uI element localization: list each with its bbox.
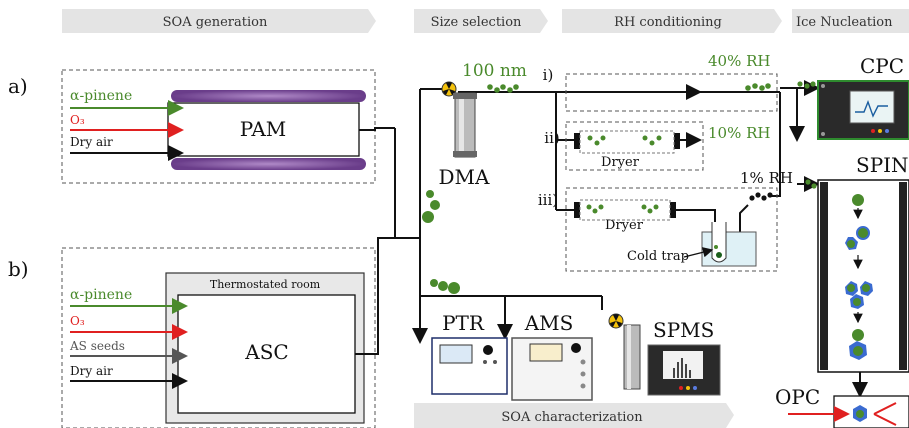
cold-trap-tube <box>711 222 727 263</box>
pam-dashed-frame <box>61 69 376 184</box>
asc-label: ASC <box>244 340 288 364</box>
cpc-instrument: CPC <box>797 54 909 140</box>
ams-instrument: AMS <box>511 311 593 401</box>
asc-input-as-seeds: AS seeds <box>69 339 125 353</box>
header-soa-generation: SOA generation <box>62 9 376 33</box>
rh-10-label: 10% RH <box>708 124 770 142</box>
dma-label: DMA <box>439 165 491 189</box>
spms-instrument: SPMS <box>608 313 721 396</box>
rh-path-i: i) 40% RH <box>543 52 778 112</box>
opc-instrument: OPC <box>775 385 909 428</box>
svg-text:Ice Nucleation: Ice Nucleation <box>796 15 893 30</box>
cpc-label: CPC <box>860 54 904 78</box>
pam-uv-lamp-top <box>171 90 366 102</box>
asc-input-dry-air: Dry air <box>70 364 113 378</box>
svg-text:RH conditioning: RH conditioning <box>614 15 722 30</box>
cold-trap-label: Cold trap <box>627 249 689 264</box>
thermostated-room-label: Thermostated room <box>210 278 321 291</box>
svg-text:iii): iii) <box>538 191 558 209</box>
size-100nm-label: 100 nm <box>462 61 527 81</box>
dma-column <box>454 92 476 158</box>
cold-trap-bath <box>701 231 757 267</box>
polydisperse-particles <box>422 190 460 294</box>
dryer-iii <box>579 199 671 221</box>
asc-input-alpha-pinene: α-pinene <box>70 287 132 303</box>
svg-text:ii): ii) <box>544 129 559 147</box>
dryer-ii <box>579 130 675 154</box>
asc-section: Thermostated room ASC α-pinene O₃ AS see… <box>61 247 376 428</box>
header-rh-conditioning: RH conditioning <box>562 9 782 33</box>
svg-text:i): i) <box>543 66 554 84</box>
svg-text:Dryer: Dryer <box>605 218 644 233</box>
pam-uv-lamp-bottom <box>171 158 366 170</box>
rh-1-label: 1% RH <box>740 169 793 187</box>
monodisperse-particles-dma <box>487 84 519 93</box>
spin-chamber: SPIN <box>805 153 909 373</box>
spms-label: SPMS <box>653 318 714 342</box>
ams-label: AMS <box>524 311 574 335</box>
rh-path-iii: iii) Dryer 1% RH Cold trap <box>538 169 793 272</box>
svg-text:SOA generation: SOA generation <box>163 15 268 30</box>
dma-classifier: DMA <box>439 81 491 189</box>
pam-input-alpha-pinene: α-pinene <box>70 88 132 104</box>
header-size-selection: Size selection <box>414 9 548 33</box>
header-soa-characterization: SOA characterization <box>414 403 734 428</box>
svg-text:SOA characterization: SOA characterization <box>501 410 643 425</box>
spms-column <box>623 324 641 390</box>
asc-input-ozone: O₃ <box>70 314 85 328</box>
asc-dashed-frame <box>61 247 376 428</box>
ptr-label: PTR <box>442 311 485 335</box>
rh-40-label: 40% RH <box>708 52 770 70</box>
spin-label: SPIN <box>856 153 909 177</box>
header-ice-nucleation: Ice Nucleation <box>792 9 909 33</box>
panel-label-a: a) <box>8 74 28 98</box>
flow-lines <box>355 80 868 398</box>
pam-input-dry-air: Dry air <box>70 135 113 149</box>
panel-label-b: b) <box>8 257 29 281</box>
pam-section: PAM α-pinene O₃ Dry air <box>61 69 376 184</box>
svg-text:Dryer: Dryer <box>601 155 640 170</box>
svg-text:Size selection: Size selection <box>431 15 522 30</box>
radiation-symbol-icon <box>443 82 455 95</box>
pam-label: PAM <box>240 117 287 141</box>
ptr-instrument: PTR <box>431 311 508 395</box>
rh-path-ii: ii) Dryer 10% RH <box>544 121 770 171</box>
asc-chamber <box>177 294 356 414</box>
opc-label: OPC <box>775 385 820 409</box>
pam-input-ozone: O₃ <box>70 113 85 127</box>
